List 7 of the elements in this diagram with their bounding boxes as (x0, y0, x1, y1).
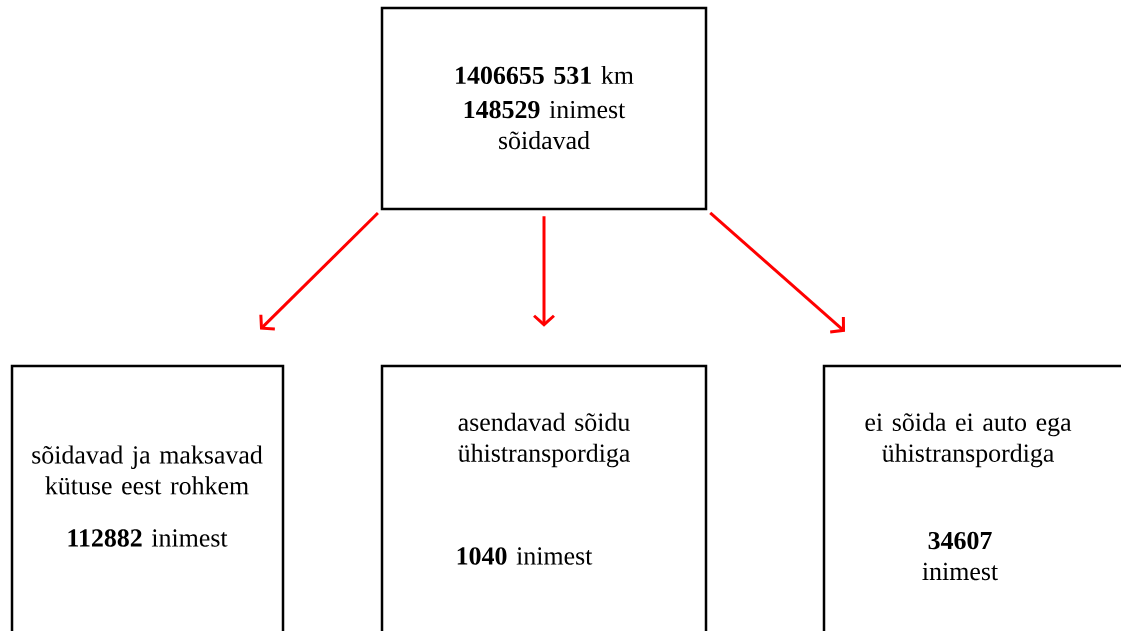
arrow (259, 212, 379, 331)
text-box: ei sõida ei auto ega ühistranspordiga 34607 inimest (822, 364, 1121, 631)
text-box: asendavad sõidu ühistranspordiga 1040 inimest (380, 364, 708, 631)
arrow (709, 211, 846, 334)
arrow (533, 216, 555, 327)
text-box: 1406655 531 km 148529 inimest sõidavad (380, 6, 708, 211)
text-box: sõidavad ja maksavad kütuse eest rohkem 112882 inimest (10, 364, 285, 631)
